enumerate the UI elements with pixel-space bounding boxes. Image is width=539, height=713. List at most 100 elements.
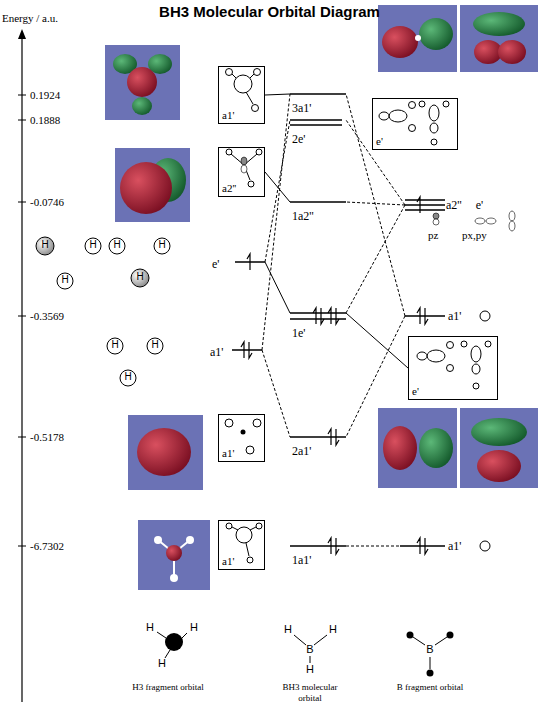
atom-circle xyxy=(85,238,101,254)
s-orbital-sketch xyxy=(480,541,490,551)
orbital-lobe xyxy=(473,12,525,36)
atom-symbol: H xyxy=(109,239,125,250)
atom-symbol: H xyxy=(37,239,53,250)
leader-line xyxy=(265,262,290,313)
orbital-sketch xyxy=(472,364,480,374)
orbital-lobe xyxy=(498,40,526,64)
orbital-lobe xyxy=(120,162,172,214)
b-level-lines xyxy=(400,200,445,546)
correlation-line xyxy=(346,120,405,205)
orbital-sketch xyxy=(443,101,449,107)
fragment-caption: B fragment orbital xyxy=(392,682,468,693)
orbital-sketch xyxy=(241,157,247,165)
atom-circle xyxy=(120,370,136,386)
atom-symbol: B xyxy=(422,643,438,655)
orbital-sketch xyxy=(231,154,257,180)
energy-axis xyxy=(21,36,22,702)
axis-arrowhead xyxy=(18,29,26,39)
h3-level-lines xyxy=(232,262,265,350)
orbital-lobe xyxy=(477,450,521,482)
energy-level: 1e' xyxy=(290,305,346,341)
atom-dot xyxy=(154,536,162,544)
orbital-label: 2a1' xyxy=(292,444,312,458)
axis-label: 0.1888 xyxy=(30,113,60,127)
orbital-sketch xyxy=(253,419,261,427)
symmetry-box: a1' xyxy=(218,414,265,462)
orbital-lobe xyxy=(471,418,527,446)
correlation-line xyxy=(262,94,290,350)
axis-ticks xyxy=(18,95,26,546)
symmetry-label: a1' xyxy=(222,447,234,460)
axis-label: -6.7302 xyxy=(30,539,64,553)
orbital-label: a1' xyxy=(448,538,462,554)
symmetry-box: e' xyxy=(372,98,458,150)
p-orbital-sketch xyxy=(509,211,515,221)
symmetry-box: e' xyxy=(408,336,498,400)
correlation-line xyxy=(262,350,290,437)
orbital-sketch xyxy=(234,75,252,93)
orbital-panel xyxy=(138,520,210,590)
atom-ball xyxy=(165,633,183,651)
orbital-sketch xyxy=(461,341,467,347)
p-orbital-sketch xyxy=(433,219,439,225)
orbital-panel xyxy=(460,408,538,488)
atom-dot xyxy=(407,632,414,639)
atom-symbol: H xyxy=(325,623,341,635)
orbital-sketch xyxy=(226,149,232,155)
atom-circle xyxy=(131,269,149,287)
orbital-sketch xyxy=(246,446,254,454)
orbital-sketch xyxy=(252,105,259,112)
orbital-sketch xyxy=(447,365,454,372)
atom-circle xyxy=(57,273,73,289)
orbital-sketch xyxy=(473,383,479,389)
orbital-panel xyxy=(105,45,180,120)
orbital-label: 1a1' xyxy=(292,553,312,567)
s-orbital-sketch xyxy=(480,311,490,321)
orbital-label: e' xyxy=(476,197,484,213)
orbital-panel xyxy=(460,5,538,72)
correlation-line xyxy=(346,94,405,316)
atom-symbol: H xyxy=(280,623,296,635)
atom-dot xyxy=(415,35,421,41)
energy-level: 2a1' xyxy=(290,429,346,459)
orbital-lobe xyxy=(137,428,191,476)
leader-line xyxy=(265,172,290,202)
energy-level: 3a1' xyxy=(290,86,346,116)
axis-label: -0.5178 xyxy=(30,430,64,444)
atom-circle xyxy=(154,238,170,254)
symmetry-box: a2'' xyxy=(218,147,265,197)
axis-label: -0.3569 xyxy=(30,309,64,323)
correlation-line xyxy=(346,202,405,205)
orbital-sketch xyxy=(241,165,247,173)
bond-line xyxy=(413,637,447,669)
orbital-sketch xyxy=(471,346,481,362)
symmetry-box: a1' xyxy=(218,520,265,570)
energy-level: 2e' xyxy=(290,112,346,147)
energy-level: e' xyxy=(210,254,265,272)
orbital-sketch xyxy=(430,123,438,133)
axis-label: Energy / a.u. xyxy=(2,11,58,25)
orbital-label: 2e' xyxy=(292,132,306,146)
orbital-label: a1' xyxy=(210,345,224,359)
symmetry-label: e' xyxy=(376,135,383,148)
atom-dot xyxy=(427,670,434,677)
atom-symbol: H xyxy=(107,339,123,350)
energy-level: 1a2'' xyxy=(290,194,346,224)
atom-symbol: H xyxy=(154,239,170,250)
orbital-sketch xyxy=(226,523,232,529)
orbital-sketch xyxy=(248,181,254,187)
orbital-panel xyxy=(378,5,457,72)
atom-symbol: H xyxy=(147,339,163,350)
axis-label: pz xyxy=(428,228,438,242)
orbital-lobe xyxy=(127,67,157,97)
orbital-sketch xyxy=(232,527,256,556)
bond-line xyxy=(294,635,327,663)
orbital-sketch xyxy=(429,105,439,121)
axis-label: px,py xyxy=(462,228,487,242)
orbital-lobe xyxy=(382,26,418,58)
orbital-lobe xyxy=(419,428,453,468)
orbital-label: e' xyxy=(212,257,220,271)
